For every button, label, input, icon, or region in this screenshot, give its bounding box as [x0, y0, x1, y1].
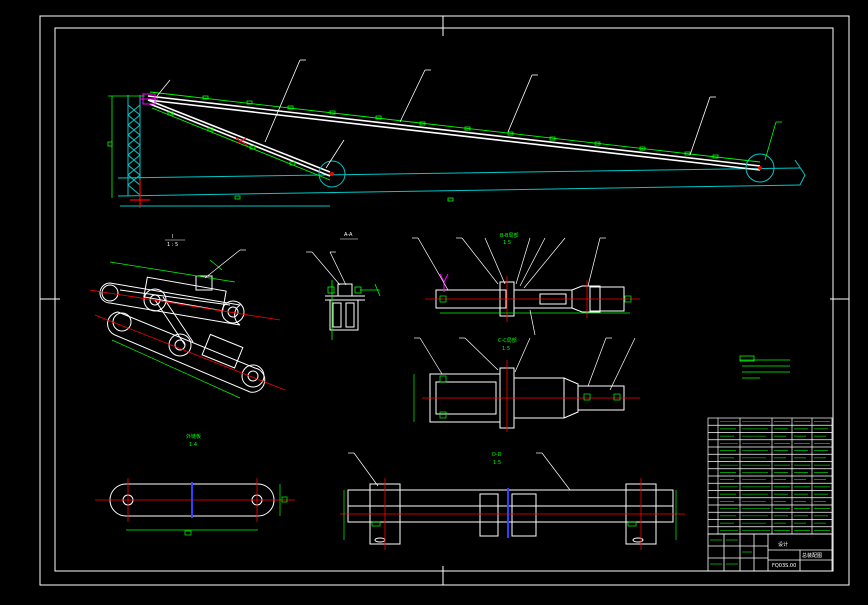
drive-head	[140, 93, 158, 105]
section-B-title: B-B局部	[500, 232, 519, 239]
section-B-scale: 1:5	[503, 240, 511, 246]
conveyor-main-view	[107, 59, 806, 208]
section-C-title: C-C局部	[498, 337, 517, 344]
title-block-code: FQ03S.00	[772, 563, 796, 569]
section-C-view: C-C局部 1:5	[413, 337, 640, 432]
flights	[107, 95, 719, 202]
tail-sprocket	[318, 160, 346, 188]
sleeve-view-title: D-D	[492, 452, 502, 458]
section-A-title: A-A	[344, 232, 353, 238]
title-block-role: 设计	[778, 541, 788, 548]
plate-view-title: 外链板	[186, 433, 201, 440]
detail-I-scale: 1 : 5	[167, 242, 178, 248]
outer-plate-view: 外链板 1:4	[95, 433, 295, 536]
leader-lines	[156, 59, 716, 169]
detail-I-view: I 1 : 5	[89, 234, 286, 399]
chain-return-run	[147, 99, 331, 177]
title-block-name: 总装配图	[802, 552, 822, 559]
detail-I-title: I	[172, 234, 173, 240]
plate-view-scale: 1:4	[189, 442, 197, 448]
section-A-view: A-A	[306, 232, 381, 340]
section-C-scale: 1:5	[502, 346, 510, 352]
head-sprocket	[745, 153, 775, 183]
support-tower	[127, 95, 141, 196]
sleeve-section-view: D-D 1:5	[340, 452, 685, 550]
technical-notes	[739, 355, 790, 379]
section-B-view: B-B局部 1:5	[412, 232, 640, 336]
drawing-frame	[39, 15, 850, 586]
chain-top-run	[147, 95, 761, 171]
parts-list	[707, 417, 833, 535]
sleeve-view-scale: 1:5	[493, 460, 501, 466]
title-block: 设计 总装配图 FQ03S.00	[707, 533, 833, 572]
